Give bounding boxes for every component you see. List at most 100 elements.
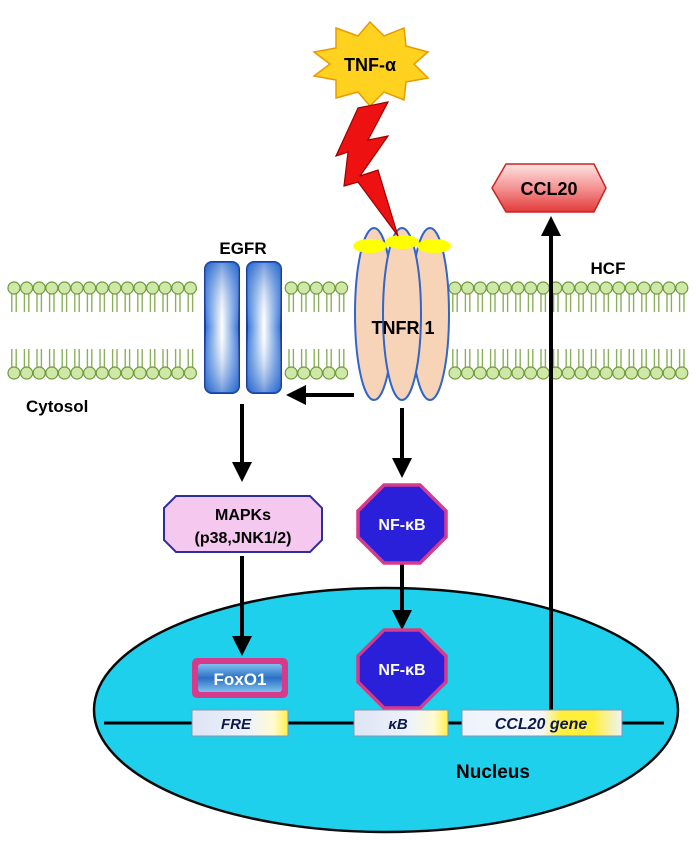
lipid-head [158,366,172,380]
lipid-head [473,366,487,380]
lipid-head [95,366,109,380]
hcf-label: HCF [591,259,626,278]
lipid-head [183,281,197,295]
nfkb-cytosol-label: NF-κB [378,517,425,534]
mapks-node [163,495,323,553]
ccl20-protein-label: CCL20 [520,179,577,199]
lipid-head [45,366,59,380]
lipid-head [297,366,311,380]
lipid-head [70,281,84,295]
lipid-head [309,281,323,295]
lipid-head [523,366,538,380]
lipid-head [599,366,613,380]
lipid-head [586,366,601,380]
lipid-head [335,281,349,295]
nfkb-nucleus-node [356,628,448,710]
lipid-head [120,366,135,380]
lipid-head [95,281,109,295]
kb-element [353,709,449,737]
cytosol-label: Cytosol [26,397,88,416]
lipid-head [57,281,72,295]
tnfr1-label: TNFR 1 [372,318,435,338]
lipid-head [523,281,538,295]
lipid-head [473,281,487,295]
lipid-head [82,281,97,295]
lipid-head [511,281,525,295]
lipid-head [498,281,512,295]
lipid-head [599,281,613,295]
lipid-head [146,366,160,380]
lipid-head [183,366,197,380]
lipid-head [624,281,639,295]
lipid-head [82,366,97,380]
lipid-head [561,366,576,380]
pathway-arrows [232,216,561,714]
lipid-head [45,281,59,295]
tnf-alpha-label: TNF-α [344,55,396,75]
ccl20-gene-label: CCL20 gene [495,716,588,733]
nucleus-label: Nucleus [456,762,530,783]
lipid-head [574,281,588,295]
lipid-head [461,366,475,380]
lipid-head [448,366,462,380]
lipid-head [461,281,475,295]
lipid-head [20,366,34,380]
lipid-head [486,281,500,295]
nfkb-cytosol-node [356,483,448,565]
lipid-head [448,281,462,295]
lipid-head [624,366,639,380]
lipid-head [297,281,311,295]
lipid-head [662,366,676,380]
lipid-head [486,366,500,380]
lipid-head [675,281,689,295]
lipid-head [133,366,147,380]
ccl20-protein-shape [491,163,607,213]
lipid-head [637,281,651,295]
lipid-head [498,366,512,380]
lipid-head [335,366,349,380]
lipid-head [108,281,122,295]
lipid-head [7,281,21,295]
foxo1-inner [198,664,282,692]
lipid-head [20,281,34,295]
lipid-head [637,366,651,380]
lipid-head [322,281,336,295]
lipid-head [57,366,72,380]
lipid-head [108,366,122,380]
fre-element [191,709,289,737]
lipid-head [133,281,147,295]
egfr-label: EGFR [219,239,266,258]
lipid-head [511,366,525,380]
nfkb-nucleus-label: NF-κB [378,662,425,679]
lipid-head [649,281,664,295]
kb-label: κB [388,716,407,733]
lipid-head [675,366,689,380]
lipid-head [574,366,588,380]
lipid-head [586,281,601,295]
mapks-label: MAPKs [215,507,271,524]
lipid-head [70,366,84,380]
lipid-head [120,281,135,295]
foxo1-label: FoxO1 [214,670,267,689]
lipid-head [171,281,185,295]
cell-membrane [7,281,689,380]
lipid-head [612,366,626,380]
lipid-head [309,366,323,380]
lipid-head [284,281,298,295]
tnfr1-receptor [353,227,451,401]
mapks-sublabel: (p38,JNK1/2) [195,530,292,547]
lipid-head [612,281,626,295]
lipid-head [662,281,676,295]
lipid-head [171,366,185,380]
lipid-head [146,281,160,295]
lipid-head [649,366,664,380]
lightning-bolt [334,101,399,237]
egfr-receptor [204,261,282,394]
lipid-head [284,366,298,380]
lipid-head [322,366,336,380]
lipid-head [536,281,550,295]
lipid-head [32,281,46,295]
lipid-head [7,366,21,380]
ccl20-gene-element [461,709,623,737]
